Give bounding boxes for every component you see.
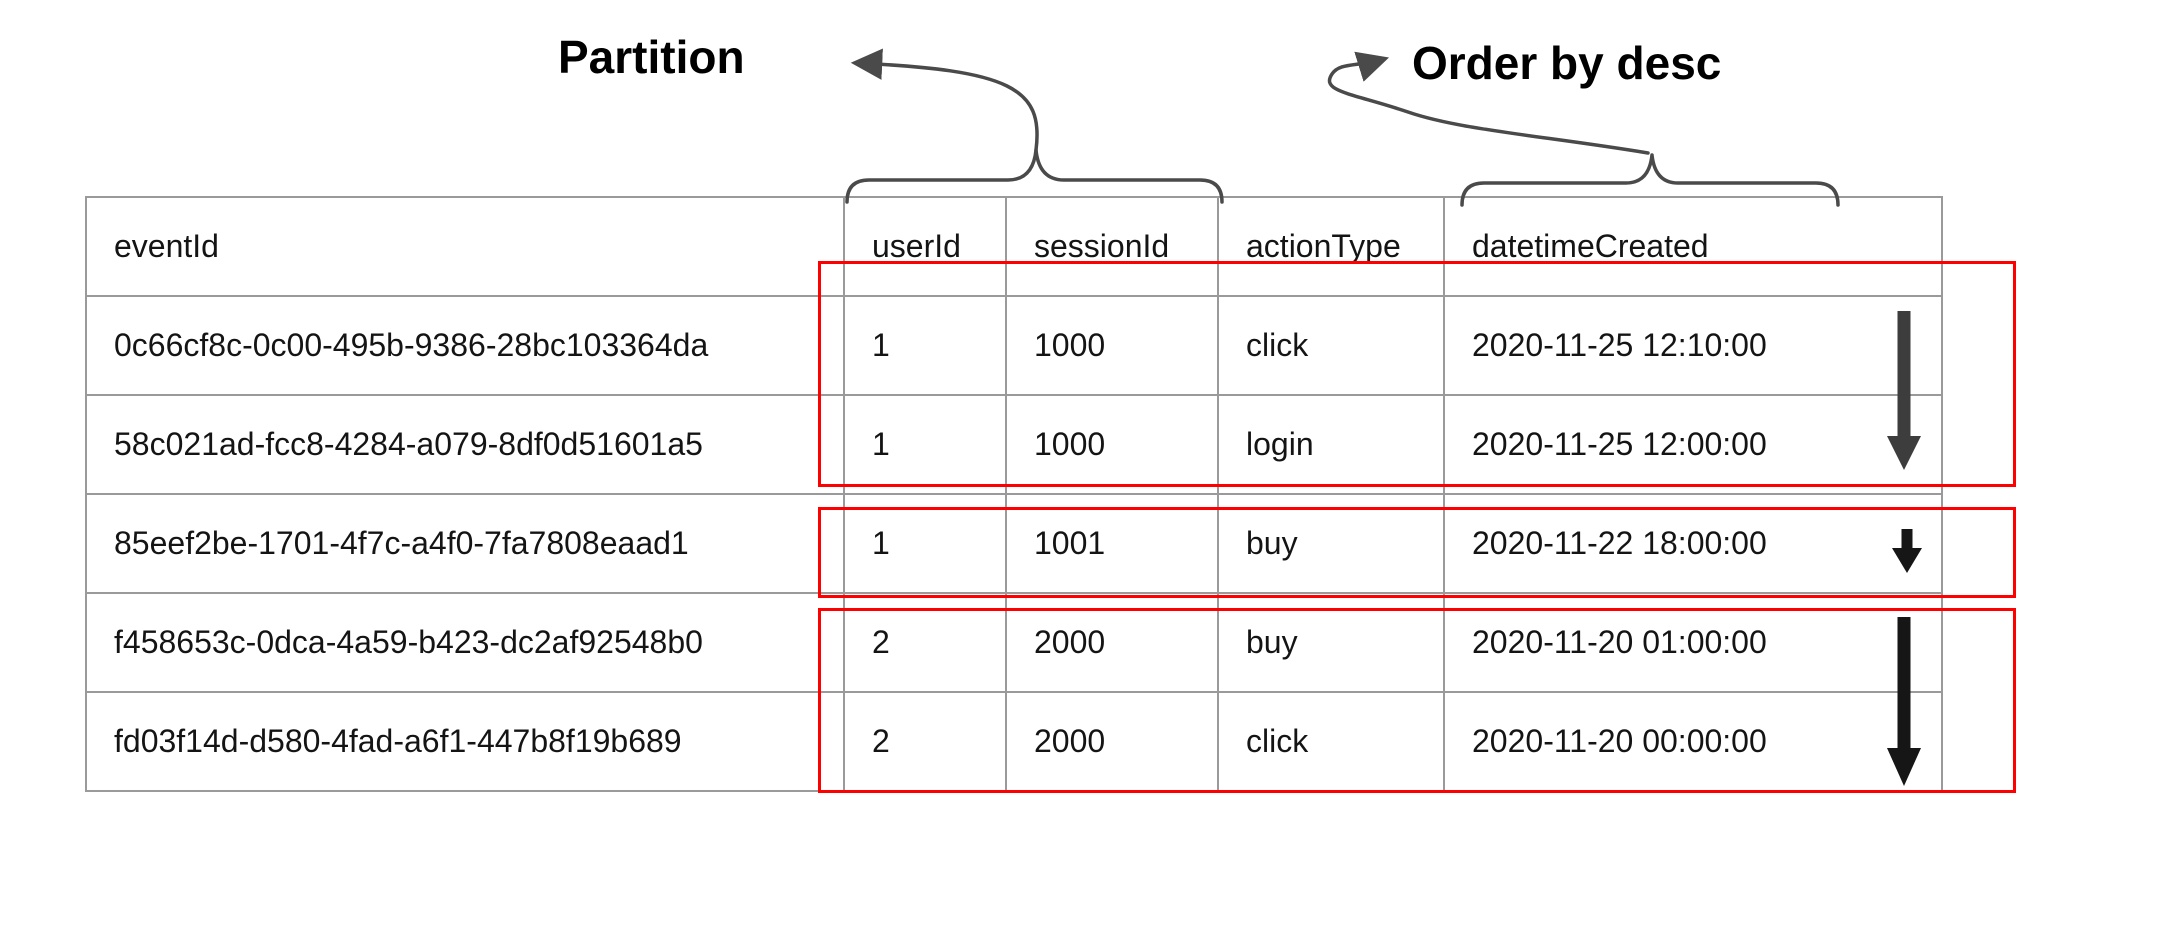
table-cell: 1000 xyxy=(1005,394,1219,495)
table-cell: 1 xyxy=(843,394,1007,495)
column-header-actionType: actionType xyxy=(1217,196,1445,297)
partition-brace xyxy=(845,148,1224,204)
partition-label: Partition xyxy=(558,31,745,83)
column-header-sessionId: sessionId xyxy=(1005,196,1219,297)
table-cell: click xyxy=(1217,295,1445,396)
table-cell: 2020-11-25 12:10:00 xyxy=(1443,295,1943,396)
table-cell: 58c021ad-fcc8-4284-a079-8df0d51601a5 xyxy=(85,394,845,495)
partition-pointer-arrow xyxy=(850,48,1039,152)
column-header-datetimeCreated: datetimeCreated xyxy=(1443,196,1943,297)
table-cell: fd03f14d-d580-4fad-a6f1-447b8f19b689 xyxy=(85,691,845,792)
table-cell: 2 xyxy=(843,691,1007,792)
partition-highlight-box-3 xyxy=(818,608,2016,793)
table-cell: 85eef2be-1701-4f7c-a4f0-7fa7808eaad1 xyxy=(85,493,845,594)
table-cell: 2020-11-25 12:00:00 xyxy=(1443,394,1943,495)
column-header-userId: userId xyxy=(843,196,1007,297)
table-cell: login xyxy=(1217,394,1445,495)
table-cell: 1000 xyxy=(1005,295,1219,396)
table-cell: f458653c-0dca-4a59-b423-dc2af92548b0 xyxy=(85,592,845,693)
table-cell: 1 xyxy=(843,295,1007,396)
table-cell: 2020-11-20 00:00:00 xyxy=(1443,691,1943,792)
partition-highlight-box-2 xyxy=(818,507,2016,598)
order-by-desc-label: Order by desc xyxy=(1412,37,1722,89)
column-header-eventId: eventId xyxy=(85,196,845,297)
partition-highlight-box-1 xyxy=(818,261,2016,487)
table-cell: 0c66cf8c-0c00-495b-9386-28bc103364da xyxy=(85,295,845,396)
